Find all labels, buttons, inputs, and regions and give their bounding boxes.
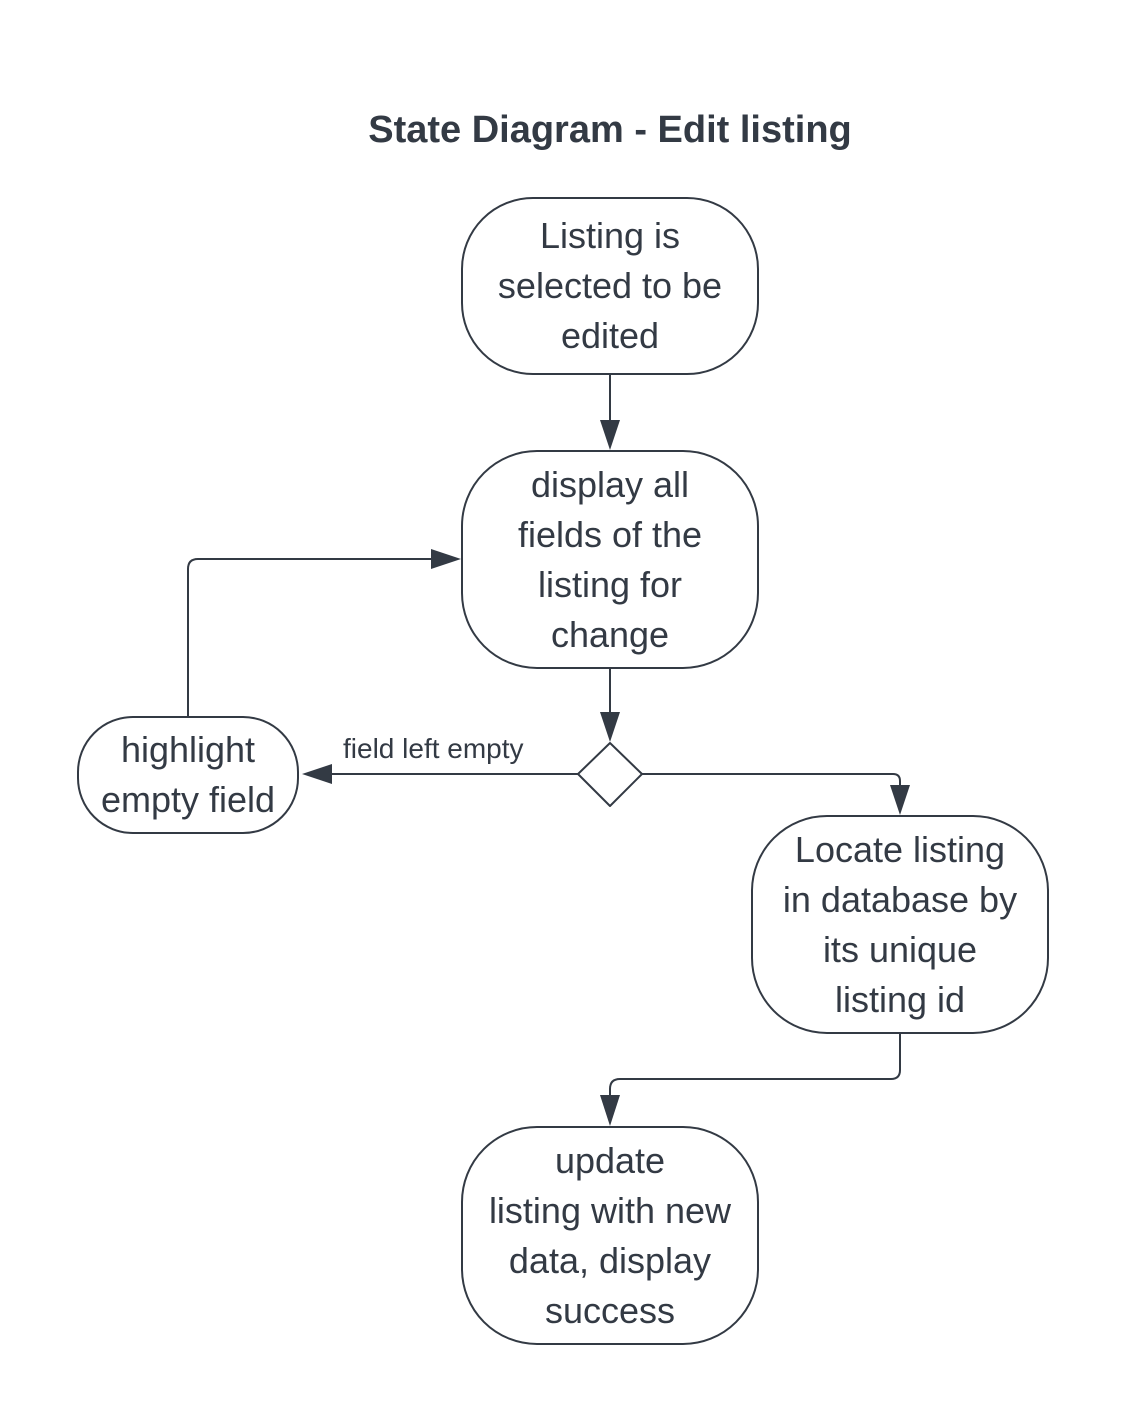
state-listing-selected: Listing is selected to be edited: [461, 197, 759, 375]
transition-label-field-left-empty: field left empty: [343, 733, 524, 764]
state-label: highlight empty field: [100, 729, 276, 820]
state-highlight-empty-field: highlight empty field: [77, 716, 299, 834]
state-locate-listing: Locate listing in database by its unique…: [751, 815, 1049, 1034]
arrowhead-decision-top: [600, 712, 620, 742]
state-update-listing: update listing with new data, display su…: [461, 1126, 759, 1345]
diagram-title: State Diagram - Edit listing: [368, 109, 852, 151]
arrowhead-update-top: [600, 1095, 620, 1126]
arrowhead-highlight-right: [302, 764, 332, 784]
state-display-fields: display all fields of the listing for ch…: [461, 450, 759, 669]
state-label: update listing with new data, display su…: [488, 1139, 732, 1331]
state-label: Locate listing in database by its unique…: [782, 828, 1018, 1020]
decision-diamond: [577, 742, 643, 807]
arrowhead-display-top: [600, 420, 620, 450]
arrowhead-locate-top: [890, 785, 910, 815]
state-label: Listing is selected to be edited: [497, 215, 723, 356]
state-label: display all fields of the listing for ch…: [517, 463, 703, 655]
edge-decision-to-locate: [642, 773, 901, 796]
edge-highlight-to-display: [187, 558, 436, 716]
arrowhead-display-left: [431, 549, 461, 569]
edge-locate-to-update: [609, 1034, 901, 1106]
